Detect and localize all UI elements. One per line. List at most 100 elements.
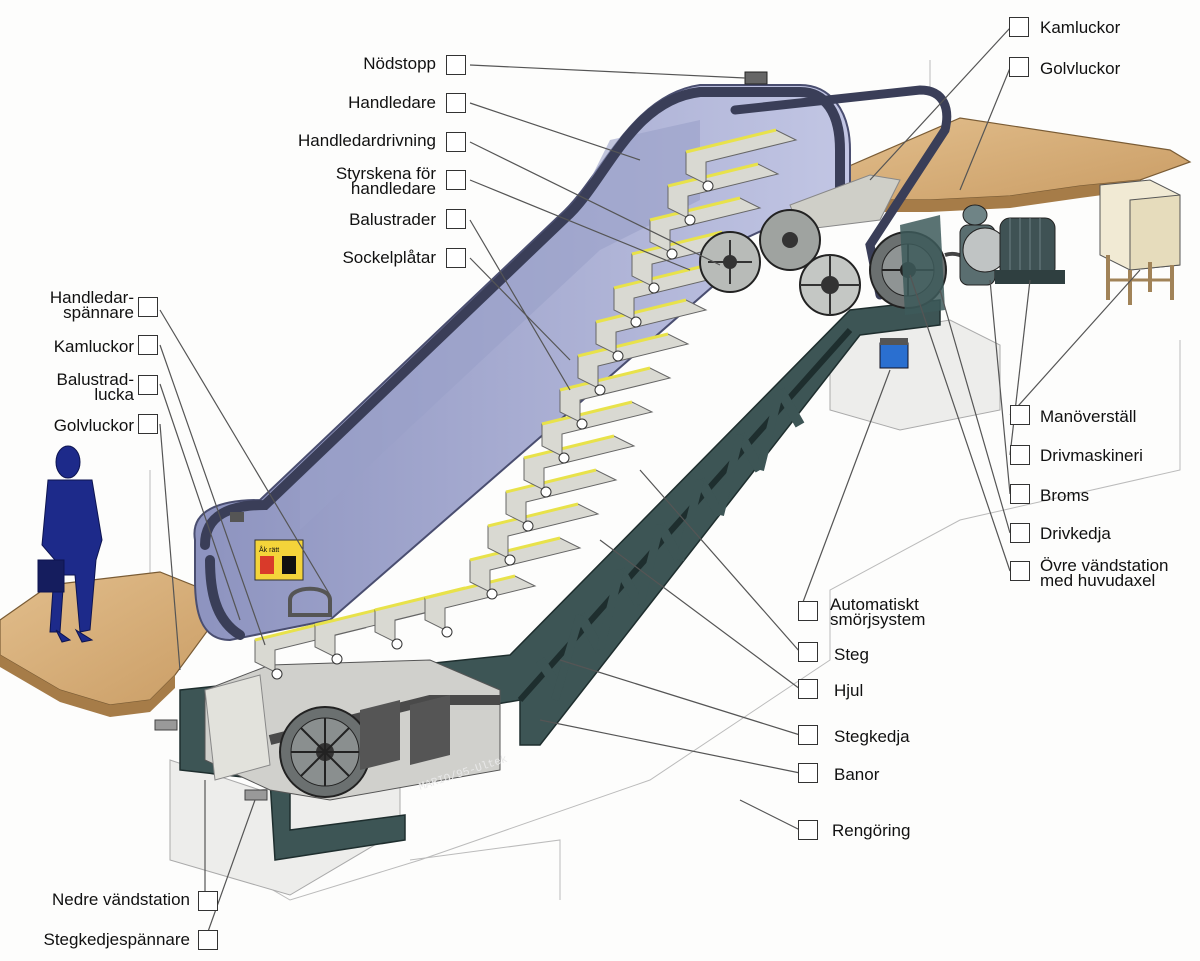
label-golvluckor-left: Golvluckor [53,416,134,435]
step-wheel [576,418,588,430]
label-steg: Steg [834,645,869,664]
label-handledarspannare-line1: Handledar- [49,288,134,307]
step-wheel [684,214,696,226]
step-wheel [666,248,678,260]
label-balustradlucka-line2: lucka [94,385,134,404]
checkbox-handledardrivning[interactable] [446,132,466,152]
sticker-text: Åk rätt [259,545,279,554]
checkbox-nodstopp[interactable] [446,55,466,75]
checkbox-manoverstall[interactable] [1010,405,1030,425]
label-sockelplatar: Sockelplåtar [342,248,436,267]
label-rengoring: Rengöring [832,821,911,840]
label-banor: Banor [834,765,880,784]
step-edge [469,536,561,562]
step-wheel [702,180,714,192]
step-edge [541,400,633,426]
step-wheel [630,316,642,328]
label-handledarspannare-line2: spännare [63,303,134,322]
step-edge [487,502,579,528]
step-wheel [486,588,498,600]
upper-foundation [829,319,1001,431]
label-automatiskt-smorjsystem: Automatiskt smörjsystem [830,595,926,629]
checkbox-sockelplatar[interactable] [446,248,466,268]
checkbox-handledarspannare[interactable] [138,297,158,317]
step-wheel [594,384,606,396]
label-kamluckor-right: Kamluckor [1040,18,1121,37]
checkbox-rengoring[interactable] [798,820,818,840]
lubricator [879,338,909,369]
checkbox-banor[interactable] [798,763,818,783]
step-edge [667,162,759,188]
label-stegkedja: Stegkedja [834,727,910,746]
step-edge [424,574,516,600]
checkbox-styrskena[interactable] [446,170,466,190]
step-edge [685,128,777,154]
label-balustradlucka-line1: Balustrad- [56,370,134,389]
step-edge [649,196,741,222]
label-handledardrivning: Handledardrivning [298,131,436,150]
step-wheel [648,282,660,294]
checkbox-drivkedja[interactable] [1010,523,1030,543]
checkbox-broms[interactable] [1010,484,1030,504]
label-kamluckor-left: Kamluckor [53,337,134,356]
label-broms: Broms [1040,486,1090,505]
checkbox-stegkedja[interactable] [798,725,818,745]
checkbox-automatiskt-smorjsystem[interactable] [798,601,818,621]
step-wheel [612,350,624,362]
checkbox-balustradlucka[interactable] [138,375,158,395]
step-wheel [331,653,343,665]
drive-machinery [699,204,1065,316]
checkbox-golvluckor-right[interactable] [1009,57,1029,77]
label-drivkedja: Drivkedja [1040,524,1111,543]
step-wheel [522,520,534,532]
checkbox-drivmaskineri[interactable] [1010,445,1030,465]
label-styrskena-line1: Styrskena för [335,164,436,183]
step-edge [631,230,723,256]
label-ovre-vandstation-line1: Övre vändstation [1040,556,1169,575]
label-balustrader: Balustrader [349,210,436,229]
checkbox-kamluckor-left[interactable] [138,335,158,355]
step-wheel [271,668,283,680]
person-figure [37,445,103,643]
step-wheel [391,638,403,650]
step-edge [559,366,651,392]
step-edge [505,468,597,494]
step-edge [577,332,669,358]
label-nedre-vandstation: Nedre vändstation [52,890,190,909]
label-drivmaskineri: Drivmaskineri [1040,446,1143,465]
checkbox-hjul[interactable] [798,679,818,699]
checkbox-steg[interactable] [798,642,818,662]
safety-sticker: Åk rätt [254,539,304,581]
step-wheel [558,452,570,464]
step-wheel [504,554,516,566]
label-golvluckor-right: Golvluckor [1040,59,1121,78]
label-automatiskt-line2: smörjsystem [830,610,926,629]
lower-turnaround [154,659,501,801]
label-nodstopp: Nödstopp [363,54,436,73]
checkbox-handledare[interactable] [446,93,466,113]
leader-lines [159,27,1141,941]
label-ovre-vandstation: Övre vändstation med huvudaxel [1040,556,1169,590]
label-handledarspannare: Handledar- spännare [49,288,134,322]
checkbox-golvluckor-left[interactable] [138,414,158,434]
checkbox-stegkedjespannare[interactable] [198,930,218,950]
label-ovre-vandstation-line2: med huvudaxel [1040,571,1156,590]
step-edge [595,298,687,324]
upper-handrail-loop [730,85,952,300]
label-manoverstall: Manöverställ [1040,407,1137,426]
checkbox-kamluckor-right[interactable] [1009,17,1029,37]
label-stegkedjespannare: Stegkedjespännare [43,930,190,949]
step-edge [523,434,615,460]
label-handledare: Handledare [348,93,436,112]
label-styrskena: Styrskena för handledare [335,164,436,198]
label-automatiskt-line1: Automatiskt [830,595,919,614]
label-styrskena-line2: handledare [350,179,436,198]
checkbox-ovre-vandstation[interactable] [1010,561,1030,581]
label-hjul: Hjul [834,681,864,700]
step-wheel [441,626,453,638]
step-wheel [540,486,552,498]
checkbox-nedre-vandstation[interactable] [198,891,218,911]
checkbox-balustrader[interactable] [446,209,466,229]
